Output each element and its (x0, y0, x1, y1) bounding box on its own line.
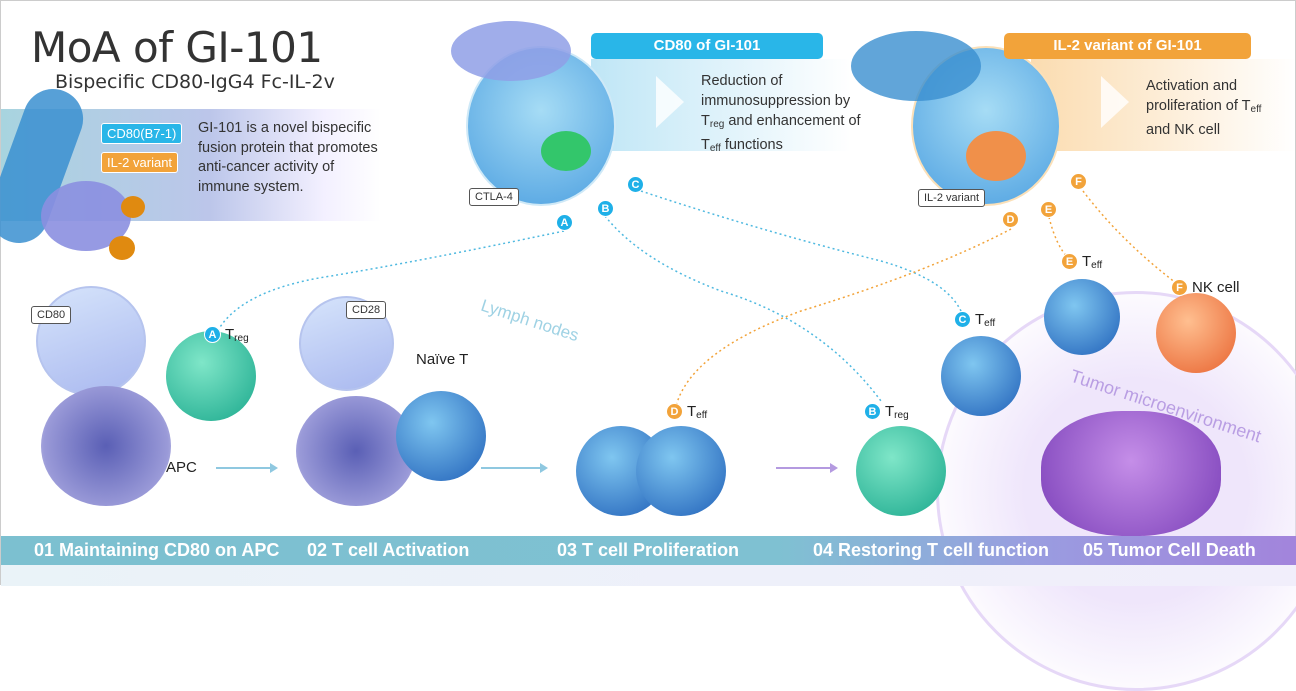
ctla4-callout: CTLA-4 (469, 188, 519, 206)
il2-description: Activation and proliferation of Teff and… (1146, 78, 1262, 138)
step-arrow-1 (216, 463, 278, 473)
marker-b: B (597, 200, 614, 217)
apc-label: APC (166, 459, 197, 476)
connector-lines (212, 190, 1177, 407)
apc-cell-2 (296, 396, 416, 506)
marker-c: C (627, 176, 644, 193)
il2-receptor-image (966, 131, 1026, 181)
nk-cell (1156, 293, 1236, 373)
step-arrow-3 (776, 463, 838, 473)
ctla4-image (541, 131, 591, 171)
naive-t-cell (396, 391, 486, 481)
marker-f: F (1070, 173, 1087, 190)
cd80-tag: CD80(B7-1) (101, 123, 183, 144)
cd28-callout: CD28 (346, 301, 387, 319)
cd80-callout: CD80 (31, 306, 72, 324)
cd80-banner: CD80 of GI-101 (591, 33, 823, 59)
cd80-arrow-icon (656, 76, 684, 128)
proliferating-cell-2 (636, 426, 726, 516)
marker-a: A (556, 214, 573, 231)
intro-description: GI-101 is a novel bispecific fusion prot… (198, 120, 378, 195)
marker-e: E (1040, 201, 1057, 218)
footer-strip (1, 565, 1296, 586)
antibody-image (451, 21, 571, 81)
step-1: 01 Maintaining CD80 on APC (34, 540, 280, 560)
step-arrow-2 (481, 463, 548, 473)
step-5: 05 Tumor Cell Death (1083, 540, 1256, 560)
antibody-image-2 (851, 31, 981, 101)
il2-variant-callout: IL-2 variant (918, 189, 986, 207)
step-4: 04 Restoring T cell function (813, 540, 1050, 560)
treg-cell (166, 331, 256, 421)
naive-t-label: Naïve T (416, 351, 469, 368)
treg-cell-2 (856, 426, 946, 516)
il2-variant-tag: IL-2 variant (101, 152, 179, 173)
page-subtitle: Bispecific CD80-IgG4 Fc-IL-2v (55, 71, 335, 93)
apc-cell (41, 386, 171, 506)
il2-molecule-image (121, 196, 145, 218)
teff-cell-c (941, 336, 1021, 416)
teff-cell-e (1044, 279, 1120, 355)
page-title: MoA of GI-101 (31, 23, 323, 72)
step-2: 02 T cell Activation (307, 540, 470, 560)
il2-banner: IL-2 variant of GI-101 (1004, 33, 1251, 59)
il2-arrow-icon (1101, 76, 1129, 128)
steps-bar: 01 Maintaining CD80 on APC 02 T cell Act… (1, 536, 1296, 565)
il2-molecule-image-2 (109, 236, 135, 260)
il2-arrow-bg (1031, 59, 1296, 151)
cd80-magnifier (36, 286, 146, 396)
tumor-cell-cluster (1041, 411, 1221, 536)
marker-d: D (1002, 211, 1019, 228)
step-3: 03 T cell Proliferation (557, 540, 740, 560)
cd80-arrow-bg (591, 59, 851, 151)
